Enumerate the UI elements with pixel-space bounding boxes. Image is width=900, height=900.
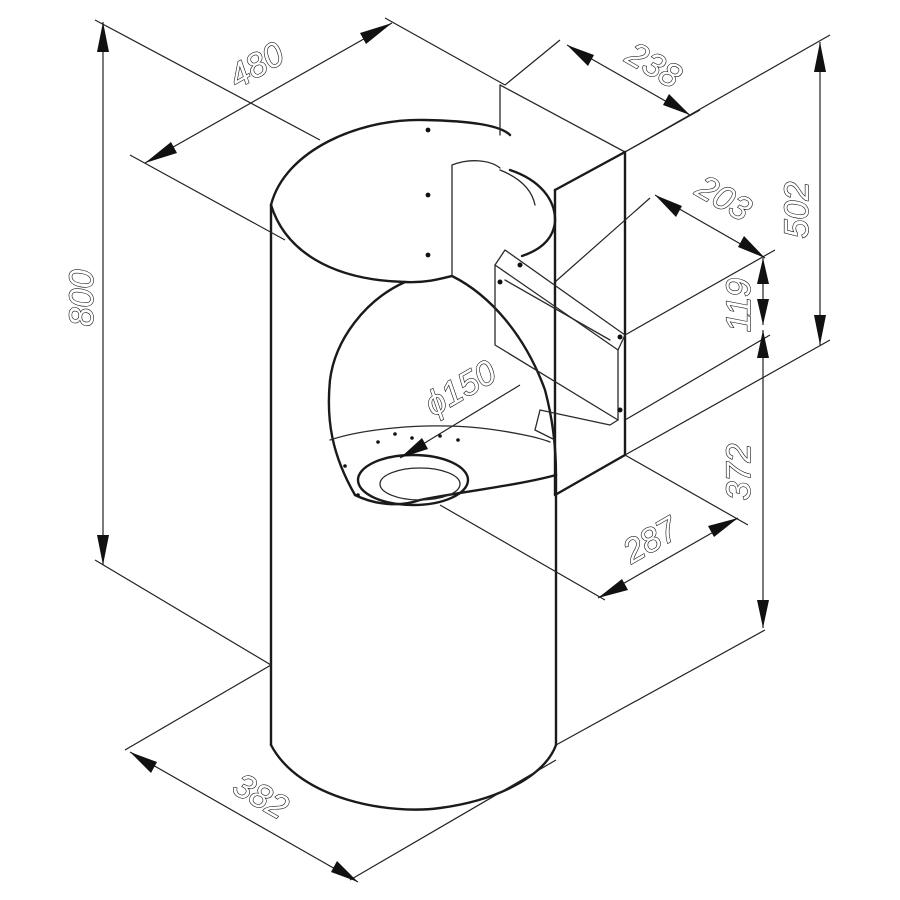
- top-ellipse-right: [508, 168, 557, 258]
- underside-hole-1: [343, 464, 347, 468]
- bracket-screw-2: [517, 262, 523, 268]
- underside-hole-2: [376, 440, 380, 444]
- outlet-outer: [356, 453, 470, 507]
- label-502: 502: [778, 182, 816, 239]
- underside-rim: [353, 473, 558, 506]
- label-372: 372: [720, 444, 758, 501]
- label-287: 287: [616, 509, 686, 571]
- front-cut-bell: [327, 280, 407, 497]
- underside-hole-4: [410, 436, 414, 440]
- hood-body: [269, 118, 558, 811]
- inner-back-panel: [451, 160, 501, 277]
- dimension-lines: [94, 17, 831, 883]
- underside-hole-6: [456, 438, 460, 442]
- duct-cover-box: [494, 84, 627, 497]
- inner-back-curve: [499, 169, 536, 206]
- bracket-plate-face: [494, 264, 619, 421]
- mount-hole-2: [425, 192, 431, 198]
- bracket-screw-1: [497, 279, 503, 285]
- label-238: 238: [619, 34, 688, 96]
- bracket-plate: [494, 249, 626, 351]
- label-382: 382: [226, 766, 294, 827]
- bracket-inner-line: [504, 279, 611, 341]
- underside-hole-7: [356, 493, 360, 497]
- bracket-lower-ledge: [534, 409, 619, 441]
- cylinder-bottom-arc: [269, 743, 558, 811]
- outlet-inner: [379, 467, 461, 501]
- box-bottom: [553, 453, 627, 497]
- top-ellipse: [269, 118, 512, 207]
- underside-hole-3: [393, 432, 397, 436]
- box-top-left: [499, 84, 626, 153]
- label-800: 800: [63, 270, 101, 327]
- label-150: ϕ150: [418, 353, 503, 424]
- bracket-screw-4: [617, 407, 623, 413]
- front-cut-upper: [269, 203, 454, 284]
- underside-inner-line: [329, 425, 551, 443]
- bracket-screw-3: [617, 334, 623, 340]
- mount-hole-3: [425, 252, 431, 258]
- mount-hole-1: [425, 127, 431, 133]
- label-119: 119: [720, 278, 758, 332]
- underside-hole-5: [438, 434, 442, 438]
- box-front-top: [553, 150, 627, 192]
